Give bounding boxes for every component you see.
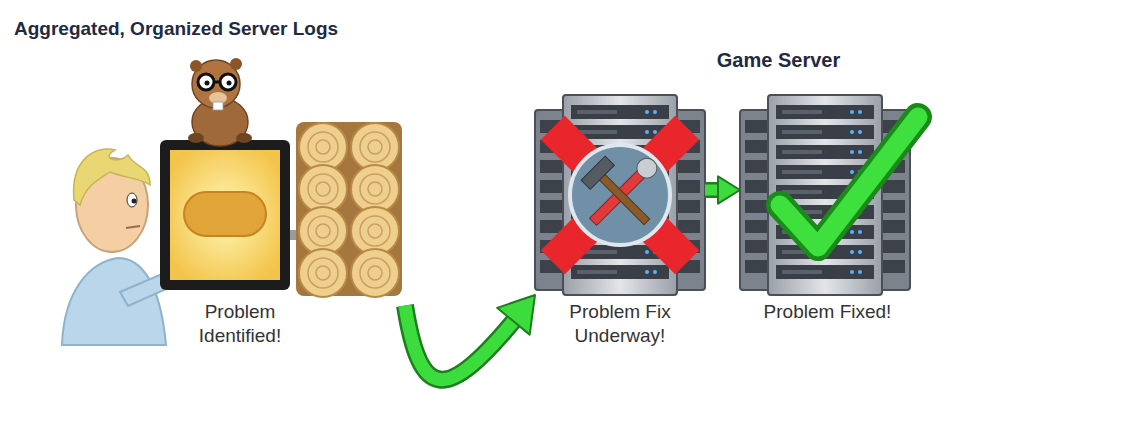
- server-broken: [535, 95, 705, 295]
- illustrated-step: Problem Fixed!: [740, 95, 915, 350]
- illustrated-step: Problem Fix Underway!: [535, 95, 705, 356]
- cloud-region: Game ServerProblem Fix Underway! Problem …: [415, 2, 1142, 428]
- illustrated-step: Problem Identified!: [60, 50, 405, 356]
- flow-arrow: [405, 295, 535, 380]
- server-fixed: [740, 95, 918, 295]
- monitor: [160, 140, 300, 290]
- beaver-mascot: [188, 58, 252, 146]
- step-caption: Problem Fix Underway!: [545, 300, 695, 348]
- flow-arrow: [705, 176, 740, 203]
- title: Aggregated, Organized Server Logs: [14, 18, 338, 40]
- step-caption: Problem Fixed!: [760, 300, 895, 324]
- region-heading: Game Server: [415, 48, 1142, 73]
- step-caption: Problem Identified!: [175, 300, 305, 348]
- log-pile: [296, 122, 402, 297]
